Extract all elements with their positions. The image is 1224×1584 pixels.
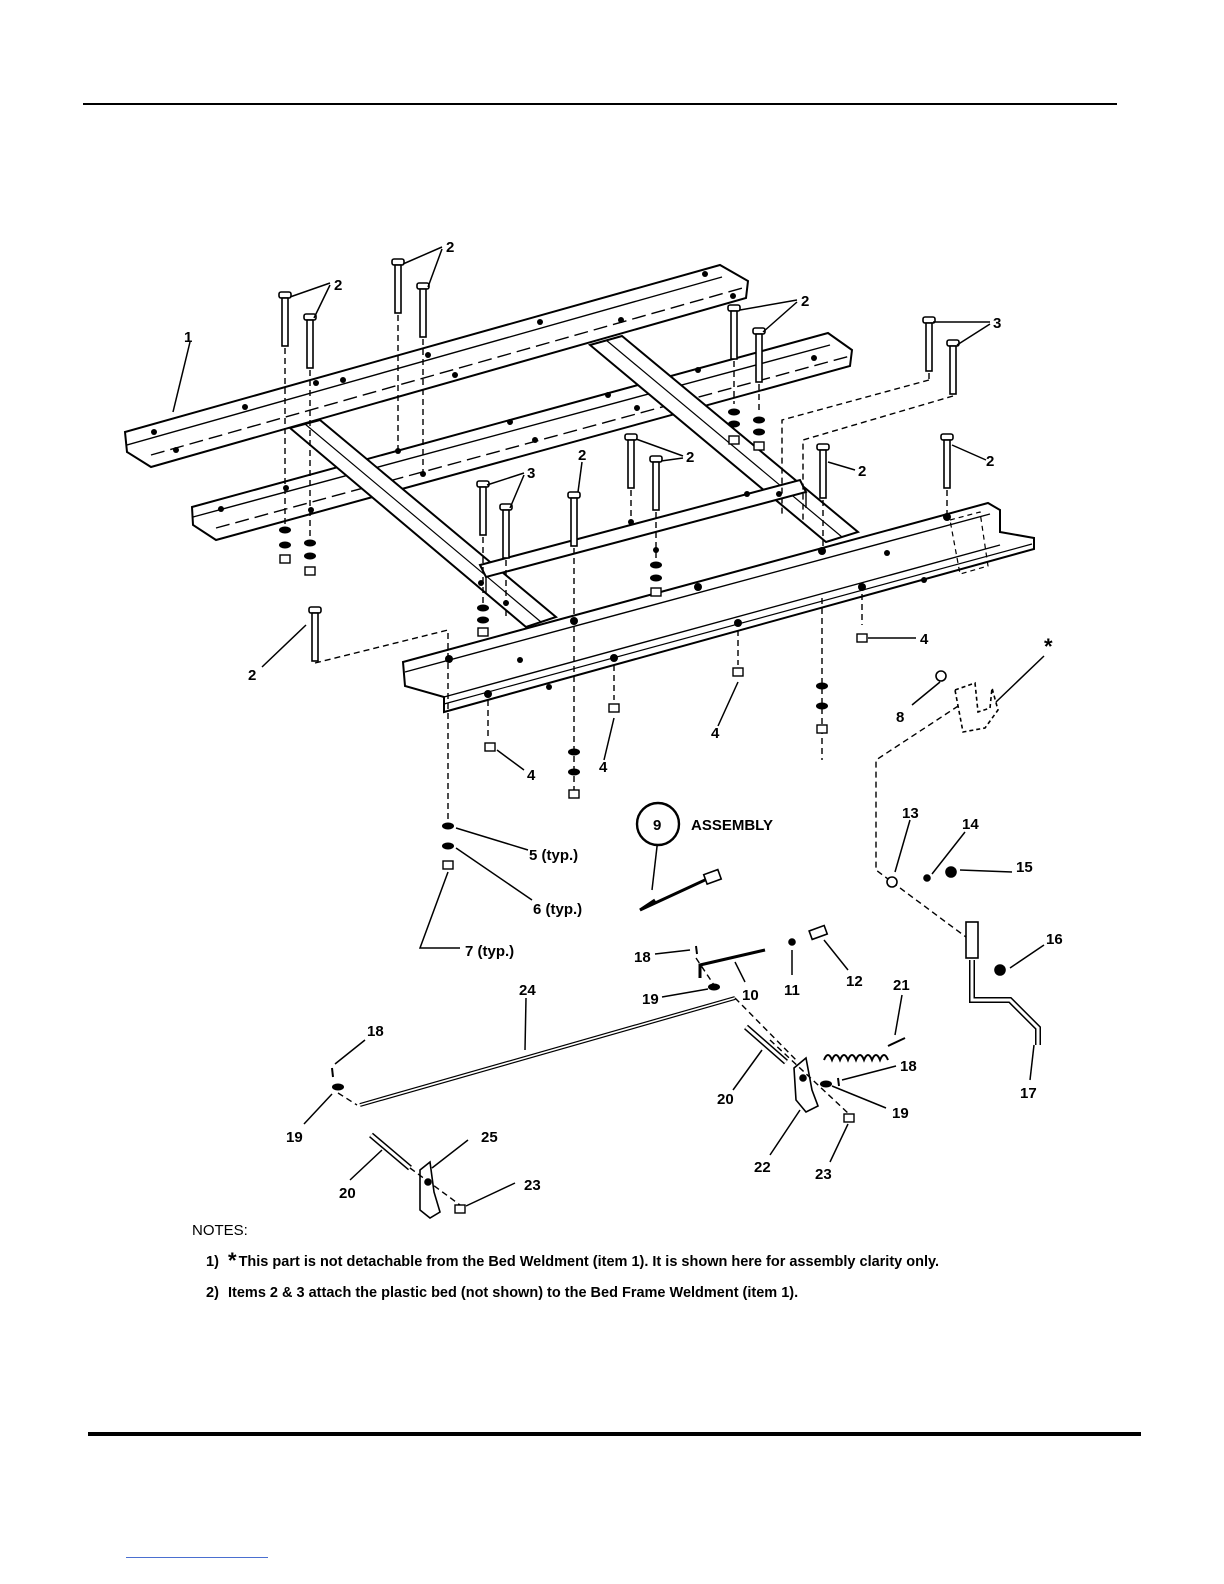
callout-20: 20 [717, 1091, 734, 1108]
callout-16: 16 [1046, 931, 1063, 948]
linkage-washers [332, 983, 855, 1214]
callout-labels: 1 2 2 2 3 2 2 2 2 3 2 4 4 4 4 5 (typ.) 6… [184, 239, 1063, 1202]
callout-18: 18 [900, 1058, 917, 1075]
callout-13: 13 [902, 805, 919, 822]
callout-8: 8 [896, 709, 904, 726]
callout-6: 6 (typ.) [533, 901, 582, 918]
callout-4: 4 [920, 631, 929, 648]
callout-5: 5 (typ.) [529, 847, 578, 864]
footer-rule [88, 1432, 1141, 1436]
frame-holes [151, 271, 951, 698]
callout-18: 18 [367, 1023, 384, 1040]
note-number: 1) [206, 1254, 219, 1270]
callout-2: 2 [986, 453, 994, 470]
callout-3: 3 [527, 465, 535, 482]
note-text: This part is not detachable from the Bed… [238, 1254, 940, 1270]
callout-2: 2 [801, 293, 809, 310]
item-9-circle [635, 801, 681, 847]
callout-2: 2 [578, 447, 586, 464]
callout-19: 19 [892, 1105, 909, 1122]
bed-frame-weldment [123, 263, 1035, 714]
footer-link-underline [126, 1557, 268, 1558]
linkage-parts [331, 670, 1041, 1219]
callout-24: 24 [519, 982, 536, 999]
linkage-centerlines [337, 957, 850, 1206]
callout-12: 12 [846, 973, 863, 990]
callout-7: 7 (typ.) [465, 943, 514, 960]
assembly-label: ASSEMBLY [691, 817, 773, 834]
callout-9: 9 [653, 817, 661, 834]
callout-20: 20 [339, 1185, 356, 1202]
callout-18: 18 [634, 949, 651, 966]
note-text: Items 2 & 3 attach the plastic bed (not … [228, 1285, 799, 1301]
callout-10: 10 [742, 987, 759, 1004]
callout-23: 23 [524, 1177, 541, 1194]
note-2: 2) Items 2 & 3 attach the plastic bed (n… [192, 1284, 1072, 1303]
callout-15: 15 [1016, 859, 1033, 876]
callout-25: 25 [481, 1129, 498, 1146]
callout-2: 2 [446, 239, 454, 256]
callout-star: * [1044, 634, 1053, 659]
callout-2: 2 [858, 463, 866, 480]
callout-14: 14 [962, 816, 979, 833]
note-number: 2) [206, 1285, 219, 1301]
callout-21: 21 [893, 977, 910, 994]
callout-1: 1 [184, 329, 192, 346]
callout-4: 4 [599, 759, 608, 776]
callout-19: 19 [642, 991, 659, 1008]
callout-11: 11 [784, 982, 800, 999]
callout-17: 17 [1020, 1085, 1037, 1102]
callout-3: 3 [993, 315, 1001, 332]
note-1: 1) *This part is not detachable from the… [192, 1250, 1072, 1272]
notes-heading: NOTES: [192, 1222, 248, 1239]
callout-23: 23 [815, 1166, 832, 1183]
callout-19: 19 [286, 1129, 303, 1146]
note-asterisk: * [228, 1248, 237, 1273]
assembly-centerlines [284, 315, 976, 941]
callout-4: 4 [711, 725, 720, 742]
header-rule [83, 103, 1117, 105]
notes-section: NOTES: 1) *This part is not detachable f… [192, 1222, 1072, 1315]
callout-2: 2 [248, 667, 256, 684]
bed-frame-exploded-diagram: 1 2 2 2 3 2 2 2 2 3 2 4 4 4 4 5 (typ.) 6… [123, 239, 1063, 1219]
callout-2: 2 [334, 277, 342, 294]
leader-lines [172, 246, 1045, 1207]
callout-4: 4 [527, 767, 536, 784]
callout-22: 22 [754, 1159, 771, 1176]
callout-2: 2 [686, 449, 694, 466]
